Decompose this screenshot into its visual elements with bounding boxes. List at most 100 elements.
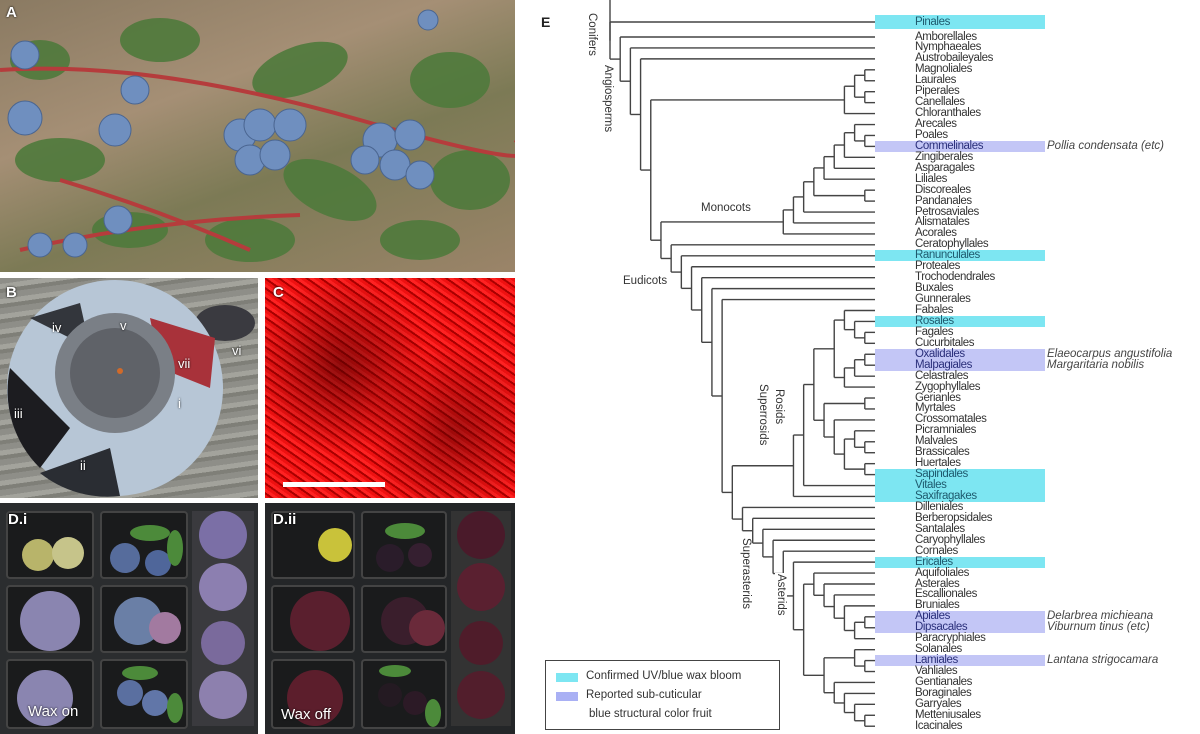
panel-label-b: B (6, 284, 17, 301)
taxon-label: Huertales (915, 457, 961, 470)
taxon-label: Discoreales (915, 183, 971, 196)
region-label-ii: ii (80, 458, 86, 473)
taxon-label: Icacinales (915, 719, 963, 732)
taxon-label: Ericales (915, 555, 953, 568)
highlight-structural (875, 611, 1045, 623)
taxon-label: Amborellales (915, 30, 977, 43)
taxon-label: Pandanales (915, 194, 972, 207)
taxon-label: Zingiberales (915, 150, 973, 163)
taxon-label: Liliales (915, 172, 947, 185)
region-label-vi: vi (232, 343, 242, 358)
highlight-wax-bloom (875, 480, 1045, 492)
wax-on-fruits-image (17, 511, 254, 726)
highlight-structural (875, 348, 1045, 360)
blueberry-bush-image (0, 9, 515, 262)
highlight-structural (875, 655, 1045, 667)
taxon-label: Petrosaviales (915, 205, 979, 218)
taxon-label: Poales (915, 128, 948, 141)
taxon-label: Chloranthales (915, 107, 981, 120)
taxon-label: Lamiales (915, 654, 958, 667)
taxon-label: Malpagiales (915, 358, 972, 371)
highlight-wax-bloom (875, 315, 1045, 327)
clade-label-eudicots: Eudicots (622, 275, 669, 287)
taxon-label: Asparagales (915, 161, 975, 174)
taxon-label: Rosales (915, 314, 954, 327)
taxon-label: Caryophyllales (915, 533, 985, 546)
legend-swatch-structural (556, 692, 578, 701)
legend-label-structural-1: Reported sub-cuticular (586, 689, 702, 701)
panel-label-e: E (541, 14, 551, 30)
taxon-label: Magnoliales (915, 63, 972, 76)
taxon-label: Paracryphiales (915, 632, 986, 645)
taxon-label: Alismatales (915, 216, 970, 229)
clade-label-monocots: Monocots (700, 202, 752, 214)
taxon-label: Nymphaeales (915, 41, 981, 54)
highlight-structural (875, 140, 1045, 152)
wax-off-caption: Wax off (281, 706, 332, 723)
legend: Confirmed UV/blue wax bloom Reported sub… (545, 660, 780, 730)
taxon-label: Dipsacales (915, 621, 968, 634)
taxon-label: Brassicales (915, 446, 970, 459)
taxon-label: Fabales (915, 304, 954, 316)
highlight-wax-bloom (875, 250, 1045, 262)
taxon-label: Ranunculales (915, 249, 980, 262)
taxon-label: Fagales (915, 325, 954, 338)
highlight-wax-bloom (875, 15, 1045, 29)
taxon-label: Crossomatales (915, 413, 987, 426)
region-label-i: i (178, 396, 181, 411)
taxon-label: Vahliales (915, 665, 958, 678)
taxon-label: Picramniales (915, 424, 977, 437)
panel-c-microscopy: C (265, 278, 515, 498)
taxon-label: Vitales (915, 479, 947, 492)
region-label-vii: vii (178, 356, 191, 371)
taxon-label: Piperales (915, 85, 960, 98)
taxon-label: Metteniusales (915, 708, 981, 721)
panel-d-ii-wax-off: D.ii Wax off (265, 503, 515, 734)
legend-label-structural-2: blue structural color fruit (589, 708, 712, 720)
taxon-label: Acorales (915, 227, 957, 240)
taxon-label: Gentianales (915, 675, 972, 688)
region-label-iv: iv (52, 320, 62, 335)
panel-label-c: C (273, 284, 284, 301)
clade-label-asterids: Asterids (775, 573, 787, 617)
taxon-label: Gunnerales (915, 293, 971, 306)
taxon-label: Santalales (915, 522, 965, 535)
taxon-label: Saxifragakes (915, 489, 977, 502)
wax-off-fruits-image (287, 511, 511, 727)
taxon-label: Malvales (915, 435, 958, 448)
clade-label-conifers: Conifers (586, 12, 598, 57)
taxon-label: Sapindales (915, 468, 968, 481)
taxon-label: Oxalidales (915, 347, 965, 360)
highlight-wax-bloom (875, 556, 1045, 568)
taxon-label: Celastrales (915, 369, 969, 382)
clade-label-superrosids: Superrosids (757, 383, 769, 447)
taxon-label: Canellales (915, 96, 965, 109)
highlight-wax-bloom (875, 490, 1045, 502)
species-note: Viburnum tinus (etc) (1047, 621, 1150, 634)
highlight-structural (875, 622, 1045, 634)
species-note: Delarbrea michieana (1047, 610, 1154, 623)
region-label-iii: iii (14, 406, 23, 421)
taxon-label: Asterales (915, 577, 960, 590)
taxon-label: Austrobaileyales (915, 52, 993, 65)
taxon-label: Solanales (915, 643, 962, 656)
clade-label-rosids: Rosids (773, 388, 785, 426)
species-note: Pollia condensata (etc) (1047, 139, 1164, 152)
dissected-berry-image (7, 280, 255, 497)
legend-label-wax-bloom: Confirmed UV/blue wax bloom (586, 670, 742, 682)
region-label-v: v (120, 318, 127, 333)
taxon-label: Apiales (915, 610, 950, 623)
panel-label-a: A (6, 4, 17, 21)
panel-d-i-wax-on: D.i Wax on (0, 503, 258, 734)
taxon-label: Bruniales (915, 599, 960, 612)
taxon-label: Trochodendrales (915, 271, 995, 284)
taxon-label: Laurales (915, 74, 956, 87)
taxon-label: Ceratophyllales (915, 238, 989, 251)
taxon-label: Arecales (915, 118, 957, 131)
species-note: Lantana strigocamara (1047, 654, 1159, 667)
panel-a-blueberry-photo: A (0, 0, 515, 272)
clade-label-superasterids: Superasterids (740, 537, 752, 610)
scale-bar (283, 482, 385, 487)
taxon-label: Pinales (915, 15, 950, 28)
